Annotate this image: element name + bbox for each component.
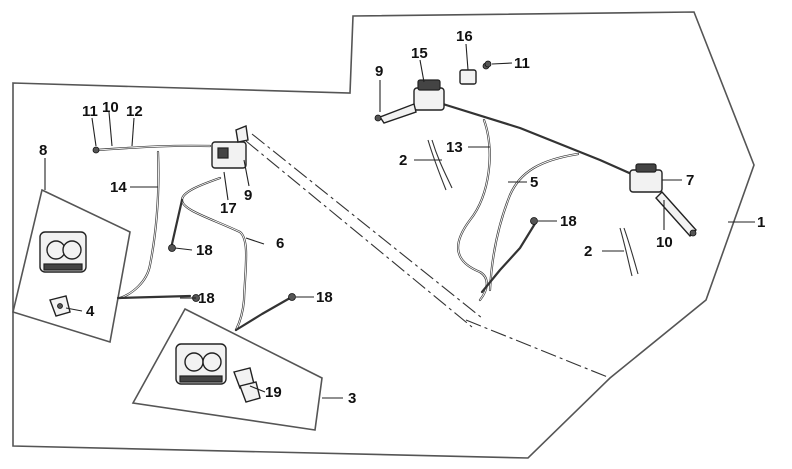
master-cylinder-7: [629, 163, 697, 238]
callout-18-a: 18: [196, 242, 213, 259]
rear-brake-caliper: [175, 343, 227, 385]
callout-17: 17: [220, 200, 237, 217]
callout-4: 4: [86, 303, 95, 320]
brake-line-handlebar: [428, 98, 638, 294]
banjo-bolts-18: [168, 217, 538, 302]
callout-18-b: 18: [198, 290, 215, 307]
callout-15: 15: [411, 45, 428, 62]
guide-lines: [245, 133, 483, 328]
callout-12: 12: [126, 103, 143, 120]
callout-9-right: 9: [375, 63, 383, 80]
brake-line-upper-left: [94, 144, 212, 152]
callout-10-right: 10: [656, 234, 673, 251]
callout-2-left: 2: [399, 152, 407, 169]
callout-6: 6: [276, 235, 284, 252]
callout-9-left: 9: [244, 187, 252, 204]
brake-switch-2-left: [427, 139, 453, 191]
clamp-16: [459, 62, 490, 85]
brake-pads-4: [49, 295, 71, 317]
master-cylinder-15: [374, 79, 445, 124]
brake-hose-5: [488, 152, 580, 292]
leader-lines: [44, 43, 755, 399]
callout-7: 7: [686, 172, 694, 189]
callout-2-right: 2: [584, 243, 592, 260]
callout-13: 13: [446, 139, 463, 156]
brake-line-lower-left: [116, 294, 192, 300]
bolts-11: [92, 60, 492, 154]
callout-14: 14: [110, 179, 127, 196]
callout-labels: 11 10 12 8 14 17 9 18 6 18 18 4 19 3 9 1…: [39, 28, 765, 407]
callout-19: 19: [265, 384, 282, 401]
callout-16: 16: [456, 28, 473, 45]
callout-5: 5: [530, 174, 538, 191]
callout-18-c: 18: [316, 289, 333, 306]
brake-pads-19: [233, 367, 261, 403]
callout-10-left: 10: [102, 99, 119, 116]
callout-11-right: 11: [514, 55, 530, 72]
junction-block-17: [211, 125, 249, 169]
callout-18-d: 18: [560, 213, 577, 230]
brake-hose-6: [170, 176, 292, 332]
front-brake-caliper: [39, 231, 87, 273]
assembly-outline: [12, 11, 755, 459]
guide-line-right: [465, 319, 611, 379]
brake-switch-2-right: [619, 227, 639, 277]
callout-8: 8: [39, 142, 47, 159]
callout-3: 3: [348, 390, 356, 407]
front-caliper-outline: [12, 188, 131, 344]
brake-hose-13: [457, 118, 491, 302]
brake-hose-14: [118, 150, 160, 300]
callout-11-left: 11: [82, 103, 98, 120]
rear-caliper-outline: [131, 307, 323, 431]
callout-1: 1: [757, 214, 765, 231]
